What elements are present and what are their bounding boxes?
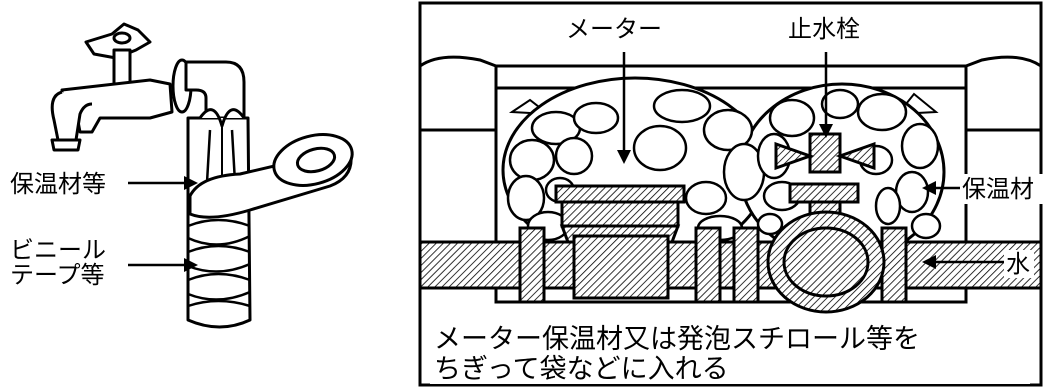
faucet-illustration	[50, 22, 354, 329]
caption-line2: ちぎって袋などに入れる	[434, 354, 729, 385]
label-meter: メーター	[566, 15, 662, 43]
water-pipe	[419, 240, 1042, 290]
right-label-arrows	[617, 52, 1004, 269]
label-insulation-left: 保温材等	[10, 170, 106, 198]
label-insulation-right: 保温材	[962, 175, 1034, 203]
caption-line1: メーター保温材又は発泡スチロール等を	[434, 324, 920, 355]
label-tape-line1: ビニール	[10, 236, 106, 264]
label-tape-line2: テープ等	[10, 261, 105, 289]
water-meter-icon	[554, 184, 686, 300]
stopcock-valve-icon	[766, 132, 886, 314]
meter-box-interior	[419, 55, 1042, 314]
vinyl-tape-spiral	[187, 218, 251, 308]
label-water: 水	[1006, 250, 1030, 278]
foam-pieces	[506, 88, 942, 242]
label-stopcock: 止水栓	[788, 15, 860, 43]
left-label-arrows	[128, 176, 198, 272]
